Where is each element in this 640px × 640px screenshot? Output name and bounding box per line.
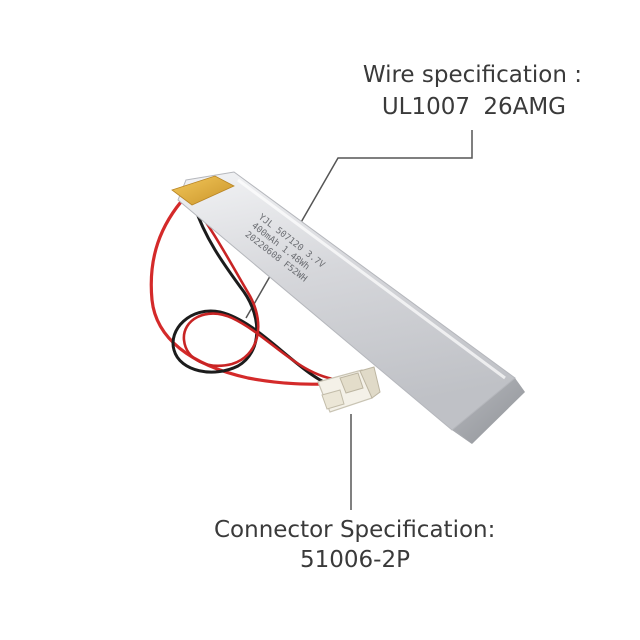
wire-pair [149,194,344,392]
connector-spec-value: 51006-2P [300,547,410,573]
wire-spec-value: UL1007 26AMG [381,94,566,120]
connector-spec-heading: Connector Specification: [214,517,496,543]
battery-side-edge [452,378,525,444]
battery-highlight [237,178,506,380]
connector-51006-2p [317,366,381,413]
red-wire [149,194,344,386]
wire-spec-heading: Wire specification : [362,62,582,88]
battery-top-face [177,171,516,431]
black-wire [171,203,344,392]
kapton-tape [171,175,235,206]
red-wire-twist [182,198,342,382]
lipo-battery-cell [171,171,525,444]
